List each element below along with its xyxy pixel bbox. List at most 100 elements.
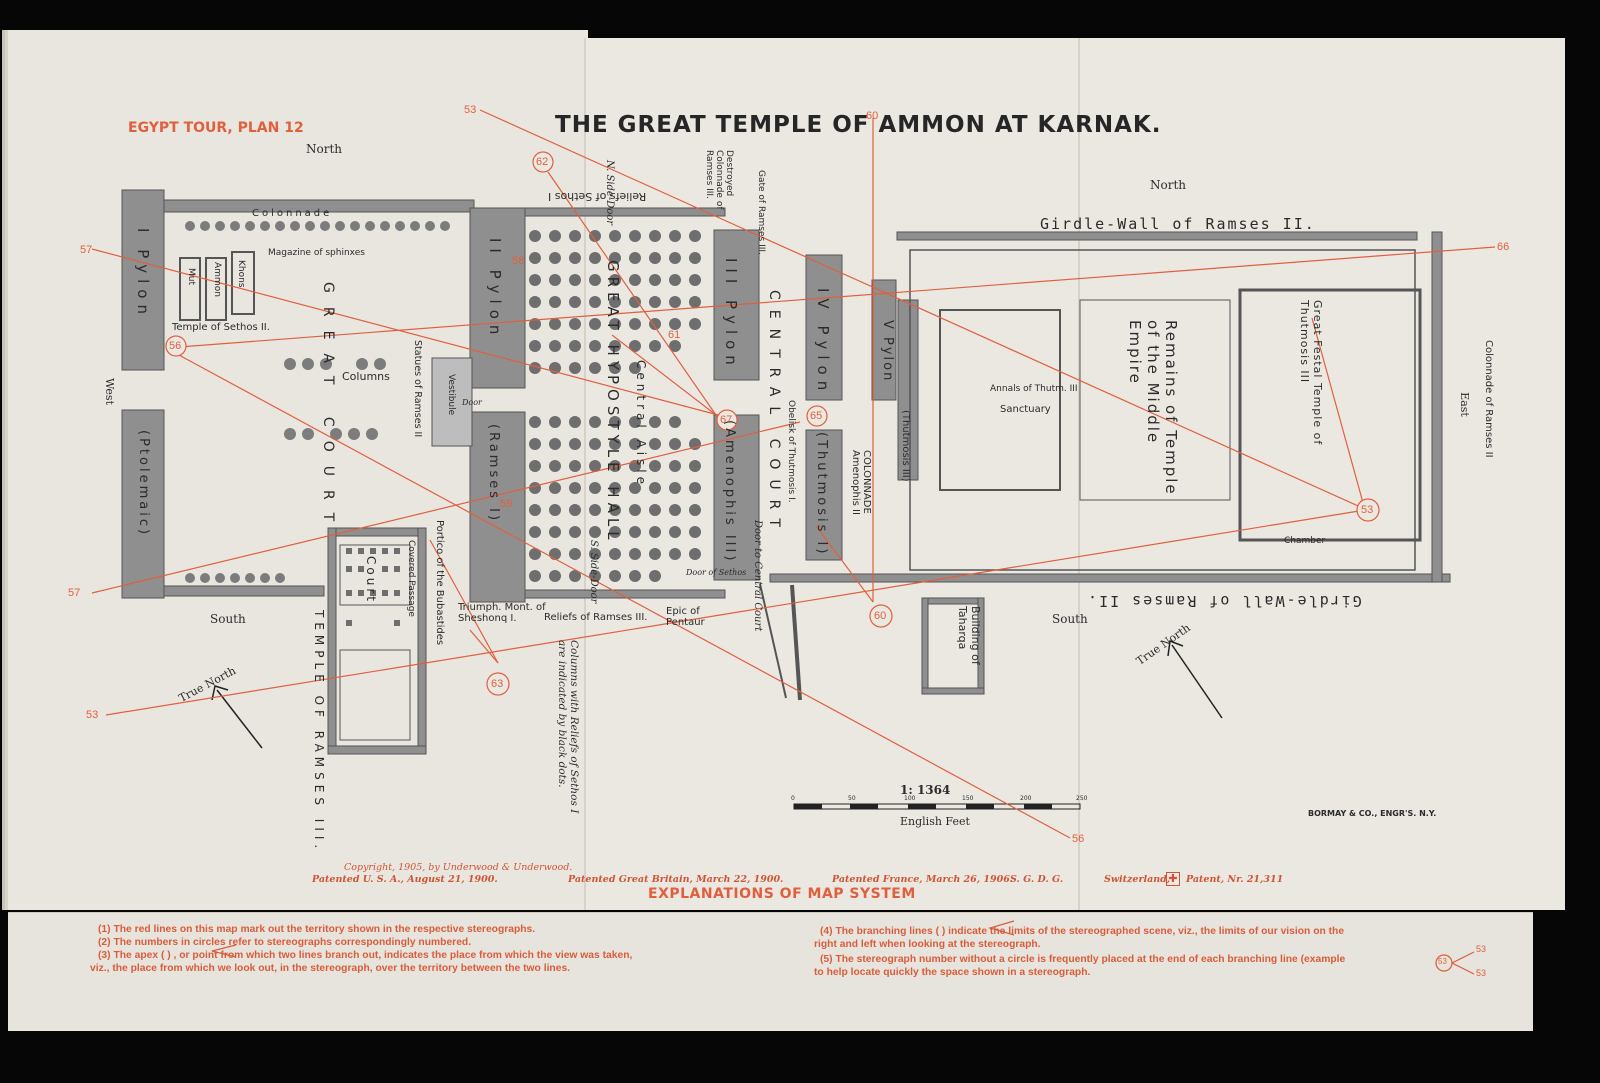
point-label: 66 [1497,241,1510,253]
scale-tick: 200 [1020,795,1032,802]
point-label: 63 [491,678,504,690]
point-label: 58 [512,255,525,267]
point-label: 60 [874,610,887,622]
stereograph-56-marker [165,335,187,357]
patent-sgdg: S. G. D. G. [1010,874,1064,885]
pylon-1-label: I Pylon [134,228,152,320]
door-label: Door [462,398,482,407]
thutmosis3-label: (Thutmosis III) [900,410,911,482]
explanation-note-3: (3) The apex ( ) , or point from which t… [98,950,633,961]
pylon-4-south [805,429,843,561]
triumph-label: Triumph. Mont. of Sheshonq I. [458,602,546,624]
khons-label: Khons [236,260,246,288]
scale-tick: 250 [1076,795,1088,802]
scale-ratio: 1: 1364 [900,783,951,797]
ptolemaic-label: (Ptolemaic) [136,430,151,538]
door-of-sethos-label: Door of Sethos [686,568,747,577]
colonnade-ramses-label: Colonnade of Ramses II [1483,340,1494,458]
amenophis-label: (Amenophis III) [722,420,737,564]
annals-label: Annals of Thutm. III [990,384,1078,394]
festal-temple-label: Great Festal Temple of Thutmosis III [1298,300,1324,446]
point-label: 53 [1361,504,1374,516]
remains-label: Remains of Temple of the Middle Empire [1126,320,1180,496]
vestibule-label: Vestibule [446,374,456,416]
magazine-label: Magazine of sphinxes [268,248,365,258]
point-label: 61 [668,329,681,341]
pylon-2-south [469,411,526,603]
explanation-strip [8,912,1533,1031]
north-label-right: North [1150,178,1187,192]
explanations-heading: EXPLANATIONS OF MAP SYSTEM [648,886,916,902]
explanation-note-1: (1) The red lines on this map mark out t… [98,924,536,935]
court-north-wall [163,199,475,213]
girdle-wall-south [769,573,1451,583]
fold-line [1078,38,1080,910]
stereograph-60-marker [869,604,893,628]
central-aisle-label: Central Aisle [634,360,648,489]
copyright-line: Copyright, 1905, by Underwood & Underwoo… [344,862,573,873]
map-title: THE GREAT TEMPLE OF AMMON AT KARNAK. [555,112,1162,138]
point-label: 62 [536,156,549,168]
explanation-note-4-cont: right and left when looking at the stere… [814,939,1041,950]
covered-passage-label: Covered Passage [406,540,416,617]
destroyed-colonnade-label: Destroyed Colonnade of Ramses III. [704,150,734,210]
example-line-number-bottom: 53 [1476,968,1487,978]
pylon-1-south-tower [121,409,165,599]
pylon-5-label: V Pylon [880,320,895,383]
hypostyle-columns [529,230,701,582]
colonnade-label: Colonnade [252,208,333,219]
pylon-3-label: III Pylon [722,258,740,371]
hypostyle-north-wall [524,207,726,217]
explanation-note-5: (5) The stereograph number without a cir… [820,954,1346,965]
scale-tick: 50 [848,795,856,802]
girdle-wall-east [1431,231,1443,583]
patent-swiss-number: Patent, Nr. 21,311 [1186,874,1284,885]
explanation-note-5-cont: to help locate quickly the space shown i… [814,967,1091,978]
patent-france: Patented France, March 26, 1906. [832,874,1014,885]
central-court-label: CENTRAL COURT [766,290,782,537]
door-central-court-label: Door to Central Court [752,520,763,632]
point-label: 57 [80,244,93,256]
vestibule-block [431,357,473,447]
ammon-label: Ammon [212,262,222,297]
swiss-cross-icon: ✚ [1166,872,1180,886]
point-label: 67 [720,414,733,426]
explanation-note-2: (2) The numbers in circles refer to ster… [98,937,472,948]
girdle-wall-label-top: Girdle-Wall of Ramses II. [1040,215,1316,233]
portico-label: Portico of the Bubastides [434,520,445,646]
colonnade-amenophis-label: COLONNADE Amenophis II [850,450,872,515]
sanctuary-label: Sanctuary [1000,404,1051,415]
example-circle-number: 53 [1438,957,1447,966]
engraver-credit: BORMAY & CO., ENGR'S. N.Y. [1308,809,1437,818]
taharqa-building-s [921,687,985,695]
columns-label: Columns [342,370,390,383]
s-side-door-label: S. Side-Door [588,540,599,604]
pylon-3-south [713,414,760,581]
stereograph-65-marker [806,405,828,427]
court-label: Court [364,556,378,604]
point-label: 60 [866,110,879,122]
court-south-wall [163,585,325,597]
scale-tick: 0 [791,795,795,802]
north-label-left: North [306,142,343,156]
pylon-2-north [469,207,526,389]
taharqa-label: Building of Taharqa [956,606,982,665]
pylon-1-north-tower [121,189,165,371]
point-label: 53 [86,709,99,721]
stereograph-67-marker [716,409,738,431]
hypostyle-south-wall [524,589,726,599]
chamber-label: Chamber [1284,536,1326,546]
temple-sethos-label: Temple of Sethos II. [172,322,270,333]
point-label: 57 [68,587,81,599]
reliefs-ramses-label: Reliefs of Ramses III. [544,612,648,623]
pylon-4-north [805,254,843,401]
scale-tick: 100 [904,795,916,802]
ramses1-label: (Ramses I) [486,424,501,524]
pylon-2-label: II Pylon [486,238,504,341]
ramses3-temple-south [327,745,427,755]
south-label-left: South [210,612,246,626]
explanation-note-3-cont: viz., the place from which we look out, … [90,963,571,974]
point-label: 59 [500,498,513,510]
